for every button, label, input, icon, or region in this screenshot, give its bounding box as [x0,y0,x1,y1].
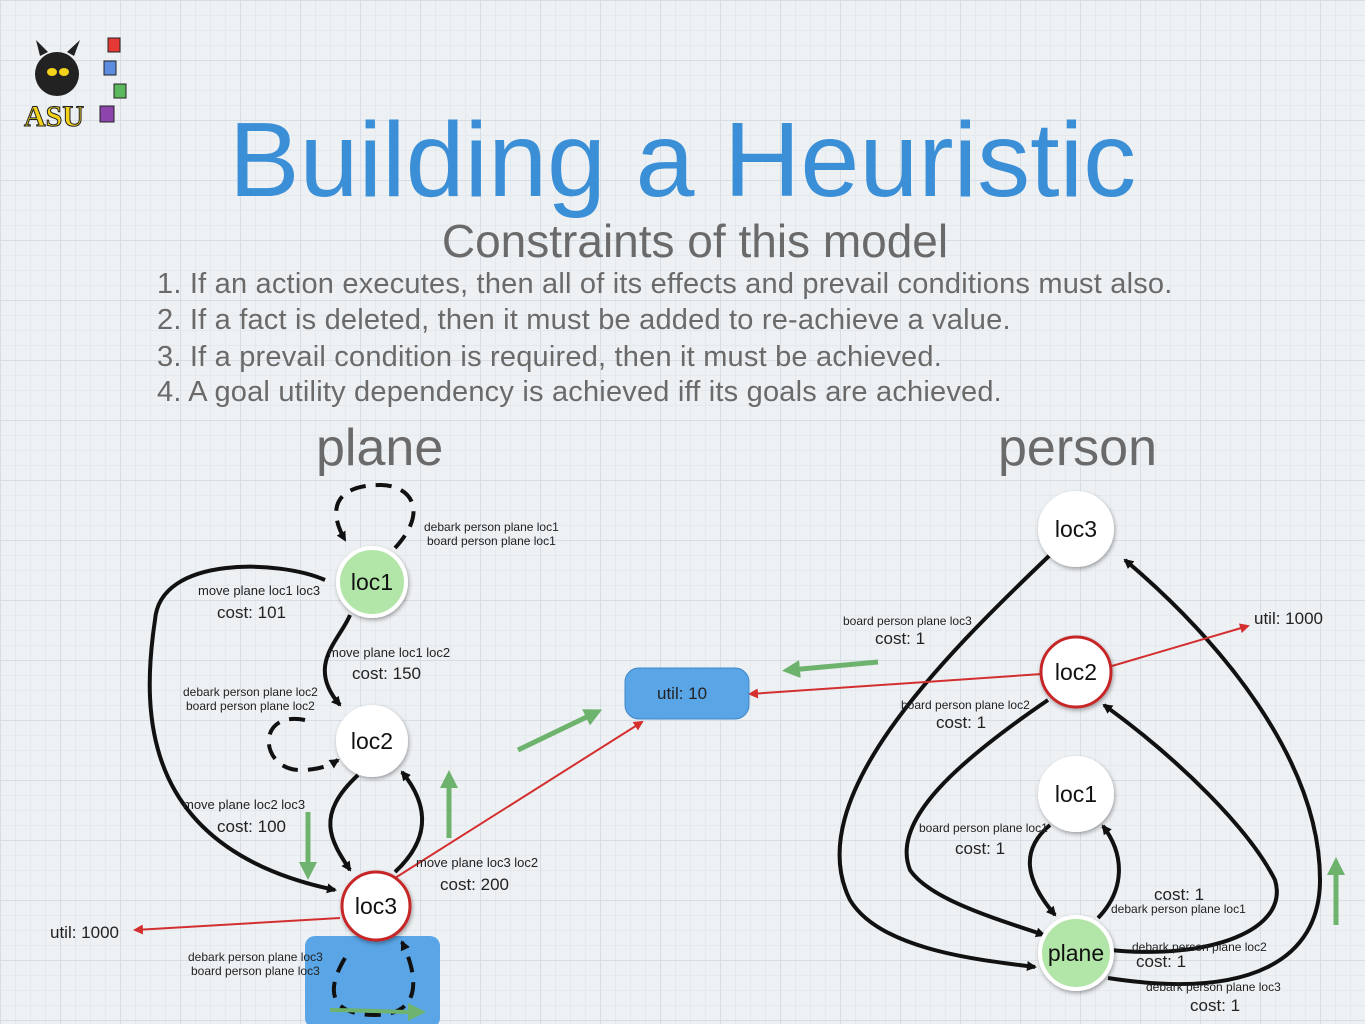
plane-label-loc3-self-b: board person plane loc3 [191,964,320,978]
green-arrow-right [516,709,603,753]
person-heading: person [998,419,1157,477]
person-node-loc3-label: loc3 [1055,516,1097,542]
plane-heading: plane [316,419,444,477]
rule-3: 3. If a prevail condition is required, t… [157,341,942,373]
plane-node-loc1 [336,546,408,618]
plane-node-loc3-label: loc3 [355,893,397,919]
person-label-board-loc1: board person plane loc1 [919,821,1048,835]
person-label-cost-board-loc2: cost: 1 [936,713,986,732]
rule-2: 2. If a fact is deleted, then it must be… [157,304,1011,336]
rule-4: 4. A goal utility dependency is achieved… [157,376,1002,408]
person-label-debark-loc1: debark person plane loc1 [1111,902,1246,916]
person-label-board-loc3: board person plane loc3 [843,614,972,628]
plane-label-move-3-2: move plane loc3 loc2 [416,855,538,870]
person-to-goal-arrow [748,673,1043,699]
plane-label-move-2-3: move plane loc2 loc3 [183,797,305,812]
person-label-debark-loc2: debark person plane loc2 [1132,940,1267,954]
plane-loc3-highlight [305,936,440,1024]
plane-label-loc2-self-a: debark person plane loc2 [183,685,318,699]
person-edge-loc1-plane [1027,823,1057,917]
plane-util-arrow [133,917,341,935]
person-node-loc1-label: loc1 [1055,781,1097,807]
plane-edge-loc1-loc2 [322,614,352,707]
goal-utility-box [624,667,750,720]
person-node-plane-label: plane [1048,940,1104,966]
person-label-cost-debark-loc1: cost: 1 [1154,885,1204,904]
green-arrow-loop [329,1002,426,1021]
person-edge-plane-loc2 [1102,703,1279,954]
green-arrow-left [782,659,879,679]
plane-label-loc3-self-a: debark person plane loc3 [188,950,323,964]
person-label-debark-loc3: debark person plane loc3 [1146,980,1281,994]
plane-label-cost-1-3: cost: 101 [217,603,286,622]
plane-node-loc2-label: loc2 [351,728,393,754]
person-edge-plane-loc3 [1107,558,1323,986]
page-title: Building a Heuristic [228,101,1137,219]
plane-label-move-1-3: move plane loc1 loc3 [198,583,320,598]
plane-label-cost-1-2: cost: 150 [352,664,421,683]
person-node-loc1 [1038,756,1114,832]
person-label-cost-debark-loc2: cost: 1 [1136,952,1186,971]
person-util-arrow [1111,623,1250,667]
plane-to-goal-arrow [394,720,644,879]
asu-logo: ASU [22,36,132,131]
person-label-cost-board-loc3: cost: 1 [875,629,925,648]
plane-label-move-1-2: move plane loc1 loc2 [328,645,450,660]
plane-label-cost-2-3: cost: 100 [217,817,286,836]
plane-edge-loc2-loc3 [328,773,360,872]
plane-node-loc3 [340,870,412,942]
person-edge-plane-loc1 [1096,824,1121,920]
person-label-util: util: 1000 [1254,609,1323,628]
plane-label-util: util: 1000 [50,923,119,942]
plane-label-loc1-self-a: debark person plane loc1 [424,520,559,534]
person-label-cost-debark-loc3: cost: 1 [1190,996,1240,1015]
plane-loc3-self-loop [331,940,416,1018]
person-label-cost-board-loc1: cost: 1 [955,839,1005,858]
person-node-plane [1038,915,1114,991]
person-node-loc3 [1038,491,1114,567]
plane-edge-loc3-loc2 [393,770,425,874]
plane-edge-loc1-loc3 [147,564,337,894]
plane-label-loc1-self-b: board person plane loc1 [427,534,556,548]
page-subtitle: Constraints of this model [441,215,949,267]
goal-utility-label: util: 10 [657,684,707,703]
plane-loc2-self-loop [266,716,340,773]
person-node-loc2 [1039,635,1113,709]
person-edge-loc2-plane [904,698,1050,938]
plane-node-loc2 [336,705,408,777]
plane-label-loc2-self-b: board person plane loc2 [186,699,315,713]
person-edge-loc3-plane [837,553,1052,971]
plane-node-loc1-label: loc1 [351,569,393,595]
plane-loc1-self-loop [334,482,416,550]
rule-1: 1. If an action executes, then all of it… [157,268,1173,300]
person-label-board-loc2: board person plane loc2 [901,698,1030,712]
plane-label-cost-3-2: cost: 200 [440,875,509,894]
svg-text:ASU: ASU [24,100,84,131]
person-node-loc2-label: loc2 [1055,659,1097,685]
